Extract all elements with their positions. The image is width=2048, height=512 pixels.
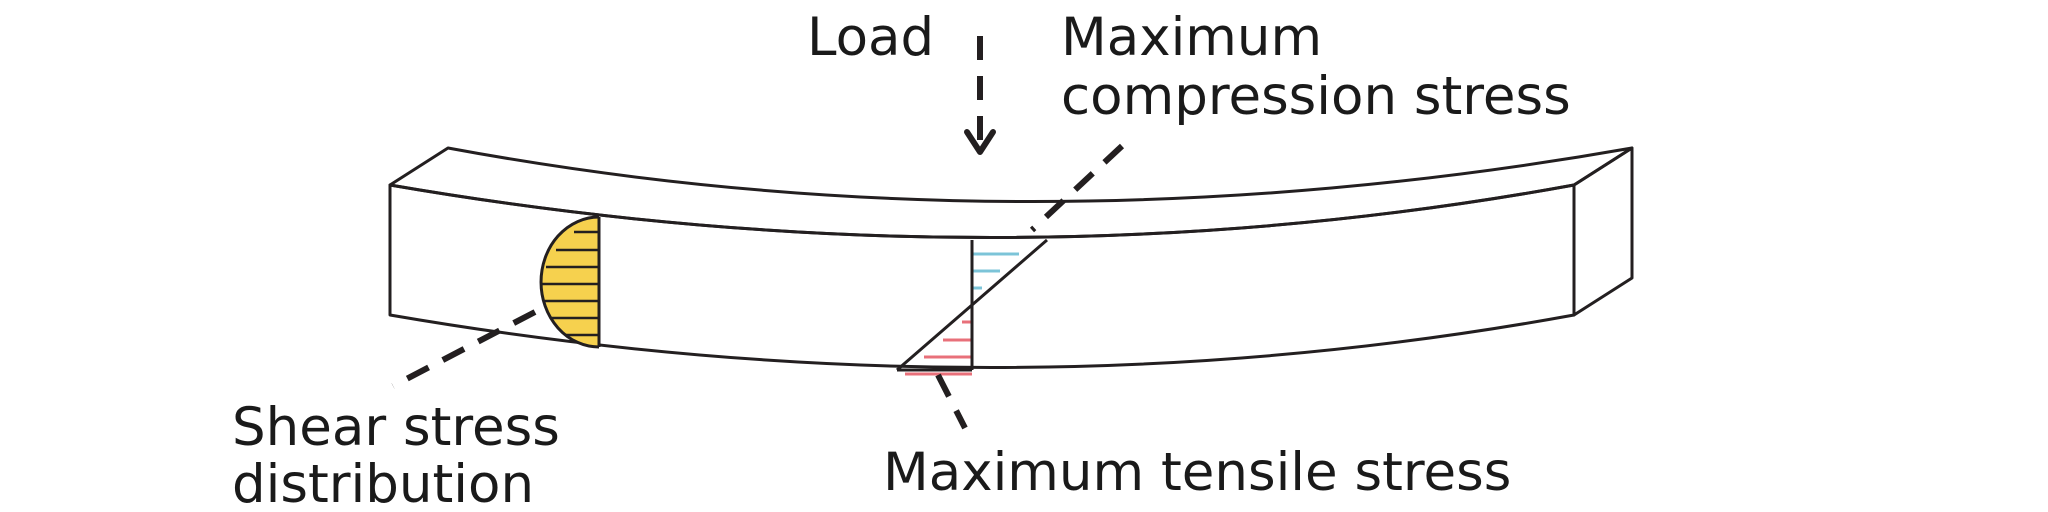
- max-compression-label-line1: Maximum: [1061, 7, 1322, 68]
- compression-hatch: [972, 252, 1019, 290]
- tensile-leader-line: [935, 373, 968, 430]
- max-compression-label-line2: compression stress: [1061, 66, 1571, 127]
- shear-leader-line: [391, 309, 537, 389]
- load-label: Load: [807, 7, 934, 68]
- shear-hatch-lines: [542, 230, 599, 337]
- shear-label-line1: Shear stress: [232, 397, 560, 458]
- compression-leader-line: [1029, 143, 1125, 233]
- shear-label-line2: distribution: [232, 454, 534, 512]
- max-tensile-label: Maximum tensile stress: [883, 442, 1511, 503]
- beam-front-face: [388, 183, 1576, 369]
- load-arrow-head: [964, 129, 996, 155]
- bending-stress-distribution: [896, 238, 1048, 376]
- stress-profile-line: [896, 238, 1048, 372]
- shear-stress-distribution: [539, 215, 601, 349]
- beam-end-face: [1572, 146, 1634, 317]
- shear-distribution-curve: [539, 215, 600, 349]
- load-arrow: [964, 36, 996, 155]
- tension-hatch: [905, 320, 972, 376]
